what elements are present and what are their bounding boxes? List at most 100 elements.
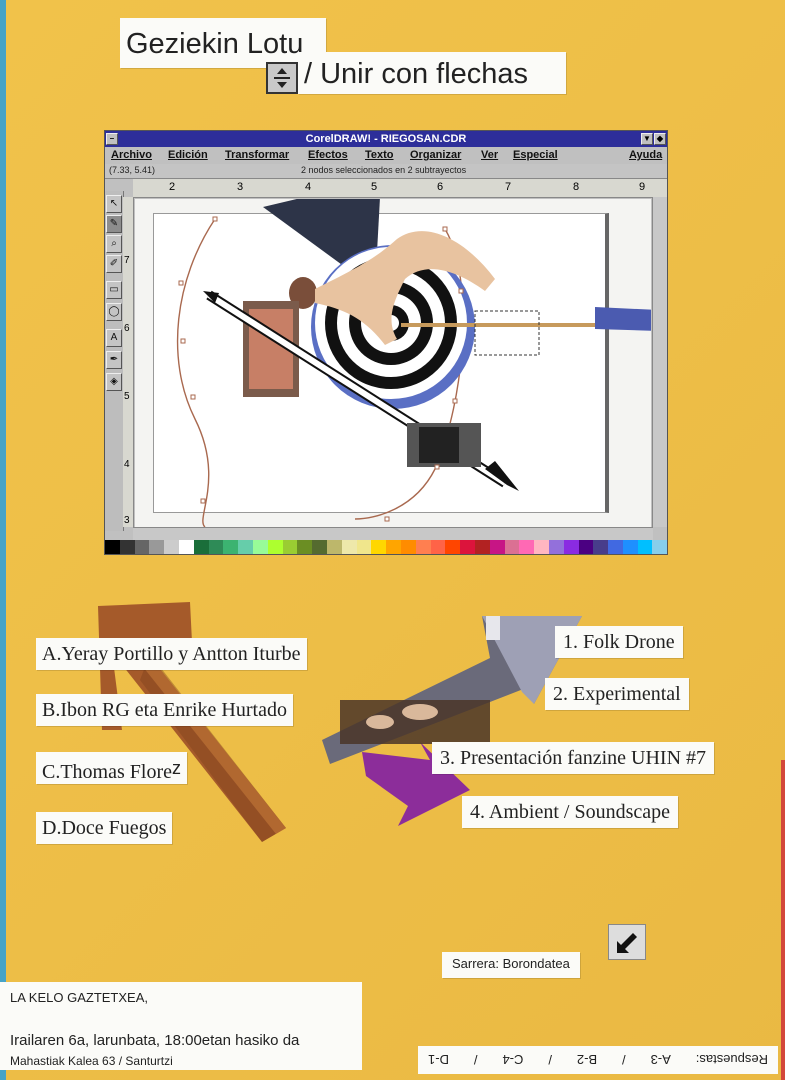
text-tool-icon[interactable]: A [106, 329, 122, 347]
palette-swatch[interactable] [445, 540, 461, 554]
ruler-tick-label: 7 [505, 181, 512, 193]
palette-swatch[interactable] [238, 540, 253, 554]
shape-tool-icon[interactable]: ✎ [106, 215, 122, 233]
venue-address: Mahastiak Kalea 63 / Santurtzi [10, 1054, 173, 1068]
band-option-c: C.Thomas Florez [36, 752, 187, 784]
palette-swatch[interactable] [652, 540, 667, 554]
menu-texto[interactable]: Texto [365, 149, 394, 161]
rectangle-tool-icon[interactable]: ▭ [106, 281, 122, 299]
ruler-tick-label: 4 [124, 459, 130, 470]
toolbox: ↖ ✎ ⌕ ✐ ▭ ◯ A ✒ ◈ [105, 191, 124, 531]
palette-swatch[interactable] [415, 540, 431, 554]
palette-swatch[interactable] [608, 540, 623, 554]
left-edge-strip [0, 0, 6, 1080]
outline-tool-icon[interactable]: ✒ [106, 351, 122, 369]
selection-box [474, 310, 540, 356]
palette-swatch[interactable] [356, 540, 372, 554]
menu-bar: Archivo Edición Transformar Efectos Text… [105, 148, 667, 164]
drawing-canvas[interactable] [135, 199, 651, 527]
collage-artwork [176, 199, 651, 527]
ruler-tick-label: 4 [305, 181, 312, 193]
horizontal-scrollbar[interactable] [133, 527, 653, 540]
palette-swatch[interactable] [297, 540, 313, 554]
minimize-button[interactable]: ▼ [641, 133, 653, 145]
cursor-arrow-icon [608, 924, 646, 960]
palette-swatch[interactable] [400, 540, 416, 554]
cursor-coordinates: (7.33, 5.41) [109, 165, 156, 175]
palette-swatch[interactable] [489, 540, 505, 554]
palette-swatch[interactable] [223, 540, 239, 554]
title-basque: Geziekin Lotu [120, 18, 326, 68]
answer-item: B-2 [576, 1052, 598, 1068]
palette-swatch[interactable] [460, 540, 475, 554]
selection-status: 2 nodos seleccionados en 2 subtrayectos [301, 165, 467, 175]
ruler-tick-label: 5 [371, 181, 378, 193]
palette-swatch[interactable] [504, 540, 520, 554]
menu-especial[interactable]: Especial [513, 149, 558, 161]
right-edge-strip [781, 760, 785, 1080]
pencil-tool-icon[interactable]: ✐ [106, 255, 122, 273]
palette-swatch[interactable] [474, 540, 490, 554]
palette-swatch[interactable] [312, 540, 327, 554]
palette-swatch[interactable] [371, 540, 387, 554]
fill-tool-icon[interactable]: ◈ [106, 373, 122, 391]
event-date: Irailaren 6a, larunbata, 18:00etan hasik… [10, 1032, 300, 1049]
palette-swatch[interactable] [386, 540, 401, 554]
palette-swatch[interactable] [593, 540, 609, 554]
menu-transformar[interactable]: Transformar [225, 149, 290, 161]
answer-separator: / [622, 1052, 626, 1068]
palette-swatch[interactable] [149, 540, 165, 554]
palette-swatch[interactable] [193, 540, 209, 554]
vertical-scrollbar[interactable] [652, 197, 667, 527]
status-bar: (7.33, 5.41) 2 nodos seleccionados en 2 … [105, 164, 667, 179]
palette-swatch[interactable] [282, 540, 298, 554]
palette-swatch[interactable] [252, 540, 268, 554]
menu-efectos[interactable]: Efectos [308, 149, 348, 161]
palette-swatch[interactable] [519, 540, 535, 554]
palette-swatch[interactable] [164, 540, 179, 554]
palette-swatch[interactable] [534, 540, 549, 554]
menu-archivo[interactable]: Archivo [111, 149, 152, 161]
band-option-c-text: C.Thomas Flore [42, 761, 172, 783]
system-menu-button[interactable]: – [106, 133, 118, 145]
ruler-tick-label: 3 [124, 515, 130, 526]
palette-swatch[interactable] [622, 540, 638, 554]
arrows-icon [266, 62, 298, 94]
menu-ver[interactable]: Ver [481, 149, 499, 161]
band-option-d: D.Doce Fuegos [36, 812, 173, 844]
palette-swatch[interactable] [430, 540, 446, 554]
genre-option-1: 1. Folk Drone [555, 626, 683, 658]
menu-organizar[interactable]: Organizar [410, 149, 462, 161]
answer-item: A-3 [650, 1052, 671, 1068]
palette-swatch[interactable] [267, 540, 283, 554]
palette-swatch[interactable] [326, 540, 342, 554]
palette-swatch[interactable] [208, 540, 224, 554]
top-ruler: 2 3 4 5 6 7 8 9 [133, 179, 667, 198]
ellipse-tool-icon[interactable]: ◯ [106, 303, 122, 321]
palette-swatch[interactable] [341, 540, 357, 554]
blue-arrow-icon [401, 307, 651, 331]
window-title: CorelDRAW! - RIEGOSAN.CDR [305, 133, 467, 145]
palette-swatch[interactable] [134, 540, 150, 554]
maximize-button[interactable]: ◆ [654, 133, 666, 145]
color-palette[interactable] [105, 540, 667, 554]
coreldraw-window: CorelDRAW! - RIEGOSAN.CDR – ▼ ◆ Archivo … [104, 130, 668, 555]
pick-tool-icon[interactable]: ↖ [106, 195, 122, 213]
window-title-bar: CorelDRAW! - RIEGOSAN.CDR – ▼ ◆ [105, 131, 667, 147]
zoom-tool-icon[interactable]: ⌕ [106, 235, 122, 253]
palette-swatch[interactable] [578, 540, 594, 554]
ruler-tick-label: 3 [237, 181, 244, 193]
palette-swatch[interactable] [637, 540, 653, 554]
palette-swatch[interactable] [548, 540, 564, 554]
palette-swatch[interactable] [119, 540, 135, 554]
ruler-tick-label: 2 [169, 181, 176, 193]
palette-swatch[interactable] [105, 540, 120, 554]
band-option-b: B.Ibon RG eta Enrike Hurtado [36, 694, 293, 726]
band-option-a: A.Yeray Portillo y Antton Iturbe [36, 638, 307, 670]
menu-ayuda[interactable]: Ayuda [629, 149, 663, 161]
answers-label: Respuestas: [695, 1052, 768, 1068]
palette-swatch[interactable] [178, 540, 194, 554]
menu-edicion[interactable]: Edición [168, 149, 208, 161]
genre-option-4: 4. Ambient / Soundscape [462, 796, 678, 828]
palette-swatch[interactable] [563, 540, 579, 554]
